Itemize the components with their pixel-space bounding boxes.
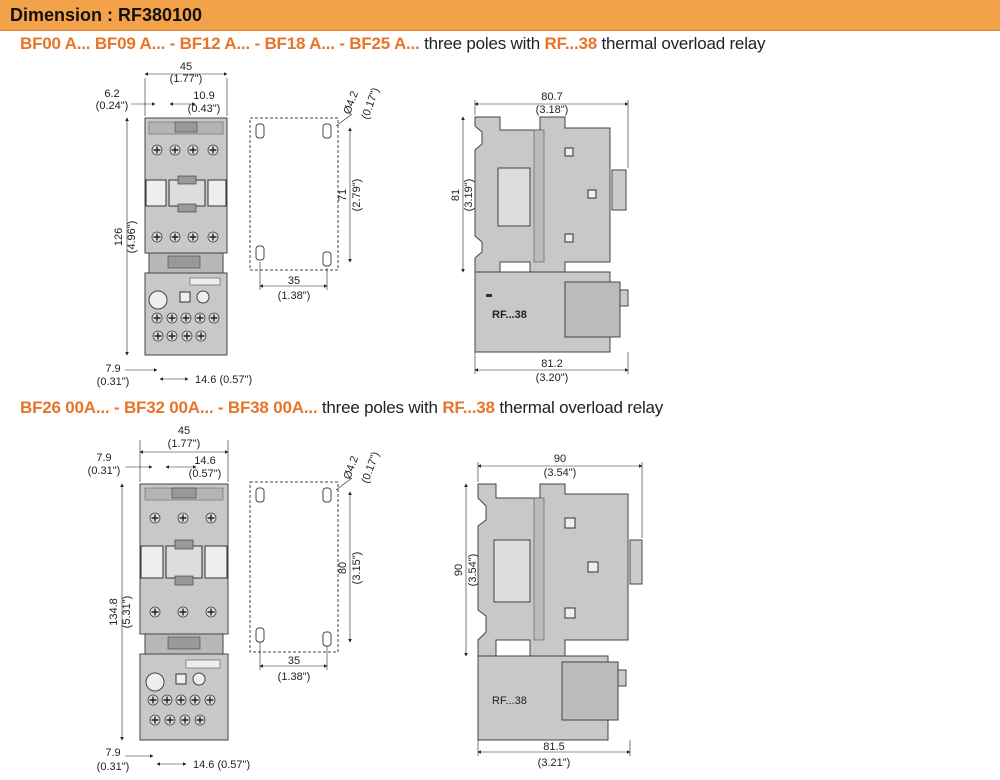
section2-relay: RF...38 — [442, 398, 495, 417]
s2-dim-b-in: (0.57") — [189, 468, 222, 480]
section1-text1: three poles with — [424, 34, 540, 53]
page-title: Dimension : RF380100 — [10, 5, 203, 25]
s1-mount-h: 35 — [288, 275, 300, 287]
section1-mounting-template: Ø4.2 (0.17") 71 (2.79") 35 (1.38") — [249, 86, 382, 302]
s2-side-top-in: (3.54") — [544, 467, 577, 479]
s2-mount-v: 80 — [337, 562, 349, 574]
s1-height-in: (4.96") — [126, 221, 138, 254]
section1-models: BF00 A... BF09 A... - BF12 A... - BF18 A… — [20, 34, 420, 53]
s2-width: 45 — [178, 425, 190, 437]
section1-heading: BF00 A... BF09 A... - BF12 A... - BF18 A… — [20, 34, 766, 54]
s1-relay-label: RF...38 — [492, 309, 527, 321]
s1-mount-v-in: (2.79") — [351, 179, 363, 212]
s2-width-in: (1.77") — [168, 438, 201, 450]
s2-height: 134.8 — [108, 598, 120, 626]
section2-heading: BF26 00A... - BF32 00A... - BF38 00A... … — [20, 398, 663, 418]
s1-width: 45 — [180, 61, 192, 73]
section1-front-view: 45 (1.77") 6.2 (0.24") 10.9 (0.43") 126 … — [96, 61, 252, 388]
s1-dim-c-in: (0.31") — [97, 376, 130, 388]
s2-mount-h-in: (1.38") — [278, 671, 311, 683]
s2-mount-h: 35 — [288, 655, 300, 667]
s2-relay-label: RF...38 — [492, 695, 527, 707]
s2-dim-c: 7.9 — [105, 747, 120, 759]
section2-front-view: 45 (1.77") 7.9 (0.31") 14.6 (0.57") 134.… — [88, 425, 250, 773]
s1-dim-a-in: (0.24") — [96, 100, 129, 112]
s2-dim-a: 7.9 — [96, 452, 111, 464]
s1-hole: Ø4.2 — [342, 90, 361, 117]
s2-hole-in: (0.17") — [360, 450, 382, 485]
s2-dim-b: 14.6 — [194, 455, 215, 467]
s1-mount-h-in: (1.38") — [278, 290, 311, 302]
s2-height-in: (5.31") — [121, 596, 133, 629]
section2-text1: three poles with — [321, 398, 438, 417]
s2-dim-c-in: (0.31") — [97, 761, 130, 773]
header-bar: Dimension : RF380100 — [0, 0, 1000, 31]
section1-text2: thermal overload relay — [601, 34, 766, 53]
section2-models: BF26 00A... - BF32 00A... - BF38 00A... — [20, 398, 318, 417]
s1-dim-c: 7.9 — [105, 363, 120, 375]
s2-side-bot: 81.5 — [543, 741, 564, 753]
s2-mount-v-in: (3.15") — [351, 552, 363, 585]
section2-mounting-template: Ø4.2 (0.17") 80 (3.15") 35 (1.38") — [249, 450, 382, 683]
s1-width-in: (1.77") — [170, 73, 203, 85]
s1-dim-a: 6.2 — [104, 88, 119, 100]
s1-side-top-in: (3.18") — [536, 104, 569, 116]
s1-dim-d: 14.6 (0.57") — [195, 374, 252, 386]
section1-relay: RF...38 — [544, 34, 598, 53]
s1-side-top: 80.7 — [541, 91, 562, 103]
s2-dim-d: 14.6 (0.57") — [193, 759, 250, 771]
s1-side-h: 81 — [450, 189, 462, 201]
section2-side-view: RF...38 90 (3.54") 90 (3.54") 81.5 (3.21… — [453, 453, 643, 769]
s2-side-h: 90 — [453, 564, 465, 576]
s1-side-h-in: (3.19") — [463, 179, 475, 212]
section1-side-view: RF...38 80.7 (3.18") 81 (3.19") 81.2 (3.… — [450, 91, 629, 384]
s1-side-bot-in: (3.20") — [536, 372, 569, 384]
s2-hole: Ø4.2 — [342, 455, 361, 482]
s1-dim-b-in: (0.43") — [188, 103, 221, 115]
section2-text2: thermal overload relay — [499, 398, 664, 417]
s2-side-bot-in: (3.21") — [538, 757, 571, 769]
s1-side-bot: 81.2 — [541, 358, 562, 370]
s1-mount-v: 71 — [337, 189, 349, 201]
s2-side-top: 90 — [554, 453, 566, 465]
s1-hole-in: (0.17") — [360, 86, 382, 121]
s2-dim-a-in: (0.31") — [88, 465, 121, 477]
s1-dim-b: 10.9 — [193, 90, 214, 102]
s1-height: 126 — [113, 228, 125, 246]
s2-side-h-in: (3.54") — [467, 554, 479, 587]
